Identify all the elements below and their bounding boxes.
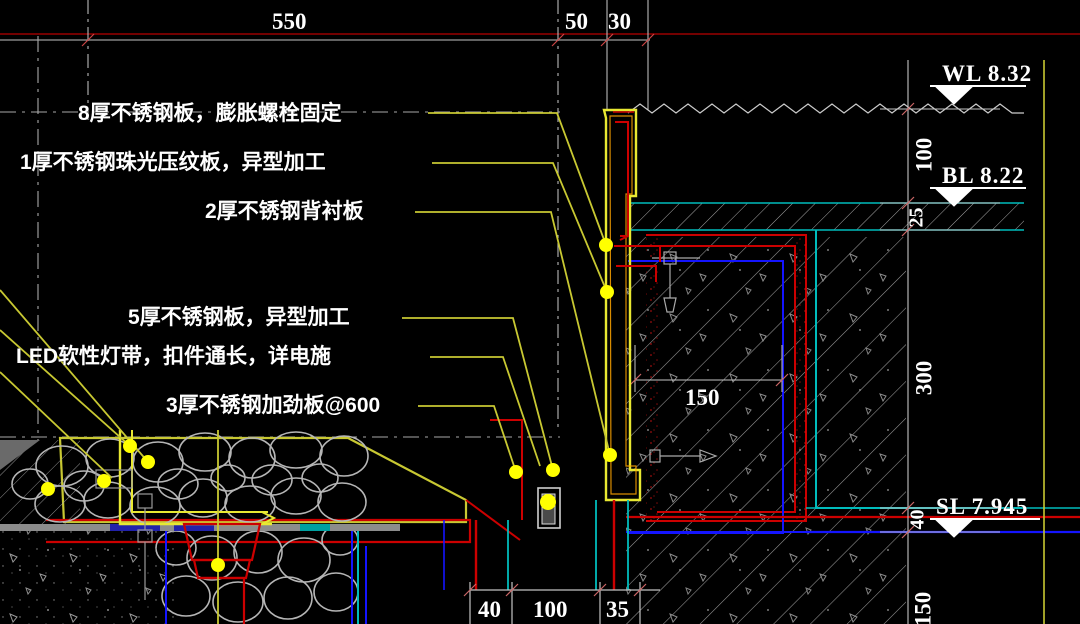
dimension-50: 50: [565, 9, 588, 34]
stainless-cladding-panel: [602, 108, 642, 502]
sl-level-lines: [626, 507, 1080, 534]
dimension-40-right: 40: [906, 509, 929, 530]
concrete-wall-body: [626, 237, 906, 624]
dimension-30: 30: [608, 9, 631, 34]
left-anchor-detail: [95, 469, 153, 600]
annotation-note-6: 3厚不锈钢加劲板@600: [166, 394, 381, 417]
dimension-100-bottom: 100: [533, 597, 568, 622]
elevation-label-sl: SL 7.945: [936, 494, 1029, 519]
annotation-note-1: 8厚不锈钢板，膨胀螺栓固定: [78, 102, 342, 125]
dimension-150-right: 150: [910, 591, 936, 624]
annotation-note-5: LED软性灯带，扣件通长，详电施: [16, 345, 331, 368]
leader-lines: [0, 112, 611, 624]
annotation-note-3: 2厚不锈钢背衬板: [205, 200, 364, 223]
dimension-150-interior: 150: [685, 385, 720, 410]
elevation-triangle-sl: [930, 518, 1040, 538]
bl-slab-band: [629, 202, 1024, 231]
red-backing-bracket: [614, 235, 661, 282]
right-dimension-chain: [880, 60, 1000, 624]
anchor-bolt-lower: [649, 449, 718, 463]
paving-finish-strip: [0, 524, 400, 531]
elevation-triangle-bl: [930, 187, 1026, 207]
bottom-red-fixture: [182, 522, 262, 624]
elevation-triangle-wl: [930, 85, 1026, 105]
dimension-25-right: 25: [905, 207, 928, 228]
right-dimension-tickmarks: [901, 102, 915, 539]
bottom-blue-lines: [165, 531, 353, 624]
bottom-dimension-verticals: [443, 500, 629, 590]
dimension-100-right: 100: [911, 137, 937, 173]
bottom-right-guides: [357, 531, 367, 624]
dimension-35-bottom: 35: [606, 597, 629, 622]
bracket-red-frame: [46, 419, 523, 544]
top-dimension-tickmarks: [81, 33, 655, 47]
annotation-note-2: 1厚不锈钢珠光压纹板，异型加工: [20, 151, 326, 174]
elevation-label-bl: BL 8.22: [942, 163, 1025, 188]
construction-dashed-lines: [0, 36, 560, 440]
elevation-label-wl: WL 8.32: [942, 61, 1033, 86]
bottom-dimension-tickmarks: [463, 583, 647, 597]
dimension-550: 550: [272, 9, 307, 34]
dimension-300-right: 300: [911, 360, 937, 396]
left-hatched-wedge: [0, 440, 80, 524]
leader-node-dots: [41, 238, 617, 572]
bottom-dimension-line: [469, 582, 660, 624]
dimension-40-bottom: 40: [478, 597, 501, 622]
annotation-note-4: 5厚不锈钢板，异型加工: [128, 306, 350, 329]
substrate-below: [0, 531, 180, 624]
